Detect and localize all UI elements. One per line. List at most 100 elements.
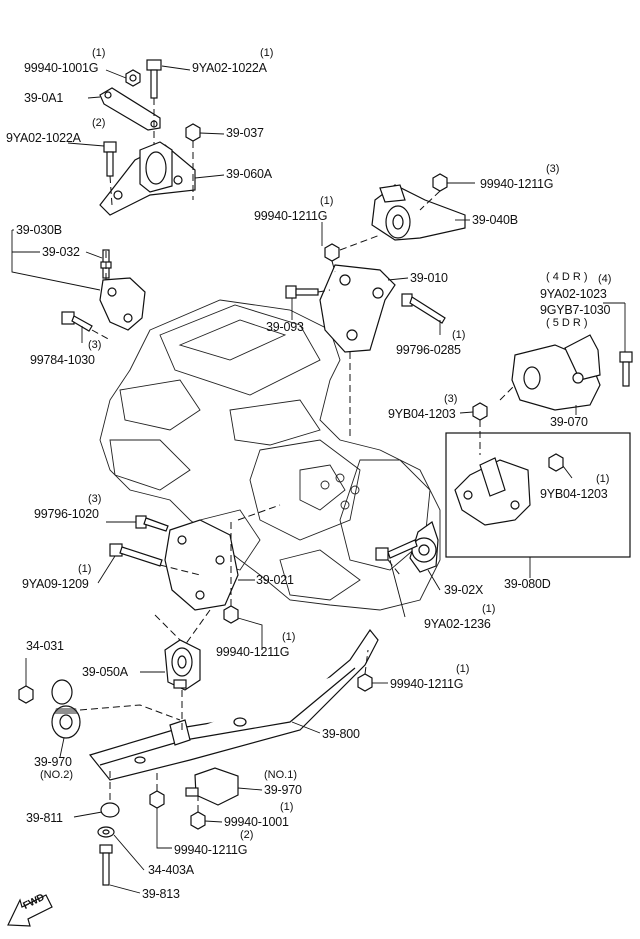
bolt-99784-1030 (61, 311, 93, 332)
label-99940-1001g: 99940-1001G (24, 61, 99, 75)
label-39-032: 39-032 (42, 245, 80, 259)
label-39-050a: 39-050A (82, 665, 128, 679)
bolt-39-813 (99, 844, 113, 886)
mount-39-050a (164, 639, 201, 691)
bracket-39-080d (454, 457, 531, 526)
qty-99940-1211g-e: (2) (240, 829, 254, 841)
bolt-39-093 (285, 285, 319, 299)
washer-34-403a (97, 826, 115, 838)
label-9ya02-1236: 9YA02-1236 (424, 617, 491, 631)
qty-9ya02-1023: (4) (598, 273, 612, 285)
label-39-040b: 39-040B (472, 213, 518, 227)
qty-9ya09-1209: (1) (78, 563, 92, 575)
label-39-080d: 39-080D (504, 577, 551, 591)
label-39-060a: 39-060A (226, 167, 272, 181)
bushing-39-970-no2 (51, 679, 81, 739)
qty-99940-1001g: (1) (92, 47, 106, 59)
leader-lines (11, 65, 626, 894)
mount-39-060a (99, 141, 196, 216)
nut-9yb04-1203-b (548, 453, 564, 472)
label-99940-1211g-e: 99940-1211G (174, 843, 248, 857)
bolt-99796-1020 (135, 515, 169, 532)
label-34-031: 34-031 (26, 639, 64, 653)
label-9yb04-1203-a: 9YB04-1203 (388, 407, 456, 421)
nut-99940-1211g-a (432, 173, 448, 192)
bushing-39-970-no1 (185, 767, 239, 806)
nut-99940-1211g-c (223, 605, 239, 624)
engine-outline (99, 299, 441, 611)
label-9ya02-1022a-top: 9YA02-1022A (192, 61, 267, 75)
label-99784-1030: 99784-1030 (30, 353, 95, 367)
frame-39-080d (445, 432, 631, 558)
qty-99940-1211g-b: (1) (320, 195, 334, 207)
qty-99940-1211g-c: (1) (282, 631, 296, 643)
qty-99796-1020: (3) (88, 493, 102, 505)
label-39-800: 39-800 (322, 727, 360, 741)
qty-9yb04-1203-a: (3) (444, 393, 458, 405)
qty-99940-1211g-a: (3) (546, 163, 560, 175)
label-39-970-no2: 39-970 (34, 755, 72, 769)
qty-9ya02-1236: (1) (482, 603, 496, 615)
label-9ya02-1022a-left: 9YA02-1022A (6, 131, 81, 145)
label-99940-1211g-a: 99940-1211G (480, 177, 554, 191)
part-39-811 (100, 802, 120, 818)
bracket-39-021 (164, 519, 239, 611)
mount-39-02x (409, 521, 439, 573)
qty-99796-0285: (1) (452, 329, 466, 341)
label-no2: (NO.2) (40, 769, 73, 781)
label-9gyb7-1030: 9GYB7-1030 (540, 303, 611, 317)
qty-99940-1001: (1) (280, 801, 294, 813)
qty-9ya02-1022a-top: (1) (260, 47, 274, 59)
qty-9yb04-1203-b: (1) (596, 473, 610, 485)
label-9ya09-1209: 9YA09-1209 (22, 577, 89, 591)
label-39-970-no1: 39-970 (264, 783, 302, 797)
crossmember-39-800 (88, 628, 379, 781)
label-39-010: 39-010 (410, 271, 448, 285)
label-39-093: 39-093 (266, 320, 304, 334)
label-99940-1211g-d: 99940-1211G (390, 677, 464, 691)
label-39-813: 39-813 (142, 887, 180, 901)
label-no1: (NO.1) (264, 769, 297, 781)
label-99940-1001: 99940-1001 (224, 815, 289, 829)
label-9yb04-1203-b: 9YB04-1203 (540, 487, 608, 501)
bracket-39-010 (319, 264, 396, 353)
label-39-030b: 39-030B (16, 223, 62, 237)
label-5dr: ( 5 D R ) (546, 317, 588, 329)
fwd-arrow-icon (7, 894, 53, 927)
assembly-dashed-lines (79, 98, 516, 812)
label-39-037: 39-037 (226, 126, 264, 140)
label-34-403a: 34-403A (148, 863, 194, 877)
nut-99940-1001g (125, 69, 141, 87)
label-39-811: 39-811 (26, 811, 63, 825)
label-39-021: 39-021 (256, 573, 294, 587)
nut-99940-1211g-e (149, 790, 165, 809)
label-99940-1211g-c: 99940-1211G (216, 645, 290, 659)
qty-99784-1030: (3) (88, 339, 102, 351)
label-99940-1211g-b: 99940-1211G (254, 209, 328, 223)
nut-99940-1211g-d (357, 673, 373, 692)
label-39-070: 39-070 (550, 415, 588, 429)
bolt-9ya09-1209 (109, 543, 163, 567)
nut-39-037 (185, 123, 201, 142)
label-4dr: ( 4 D R ) (546, 271, 588, 283)
label-39-0a1: 39-0A1 (24, 91, 64, 105)
nut-99940-1211g-b (324, 243, 340, 262)
nut-99940-1001 (190, 811, 206, 830)
label-9ya02-1023: 9YA02-1023 (540, 287, 607, 301)
bolt-99796-0285 (401, 293, 446, 324)
qty-99940-1211g-d: (1) (456, 663, 470, 675)
nut-9yb04-1203-a (472, 402, 488, 421)
bolt-9ya02-1236 (375, 539, 418, 561)
nut-34-031 (18, 685, 34, 704)
bolt-9ya02-1023 (619, 351, 633, 387)
label-39-02x: 39-02X (444, 583, 484, 597)
label-99796-0285: 99796-0285 (396, 343, 461, 357)
mount-39-040b (371, 184, 466, 241)
mount-39-070 (511, 334, 601, 411)
bracket-39-030b (99, 277, 146, 331)
label-99796-1020: 99796-1020 (34, 507, 99, 521)
qty-9ya02-1022a-left: (2) (92, 117, 106, 129)
bolt-top-9ya02-1022a (146, 59, 162, 99)
